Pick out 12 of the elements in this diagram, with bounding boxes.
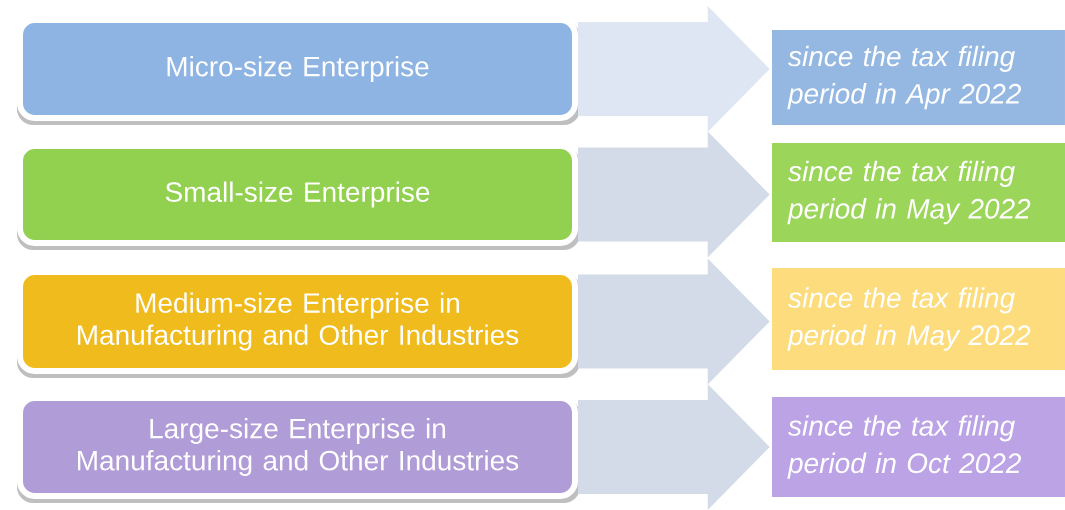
enterprise-box: Large-size Enterprise in Manufacturing and Other Industries xyxy=(17,395,580,503)
enterprise-box: Small-size Enterprise xyxy=(17,143,580,250)
block-arrow xyxy=(578,131,770,258)
enterprise-box: Micro-size Enterprise xyxy=(17,17,580,125)
date-box: since the tax filing period in Apr 2022 xyxy=(772,30,1065,125)
block-arrow xyxy=(578,258,770,385)
date-box: since the tax filing period in May 2022 xyxy=(772,268,1065,370)
date-box: since the tax filing period in Oct 2022 xyxy=(772,397,1065,497)
block-arrow xyxy=(578,384,770,510)
enterprise-box: Medium-size Enterprise in Manufacturing and Other Industries xyxy=(17,269,580,378)
block-arrow xyxy=(578,6,770,132)
date-box: since the tax filing period in May 2022 xyxy=(772,143,1065,242)
